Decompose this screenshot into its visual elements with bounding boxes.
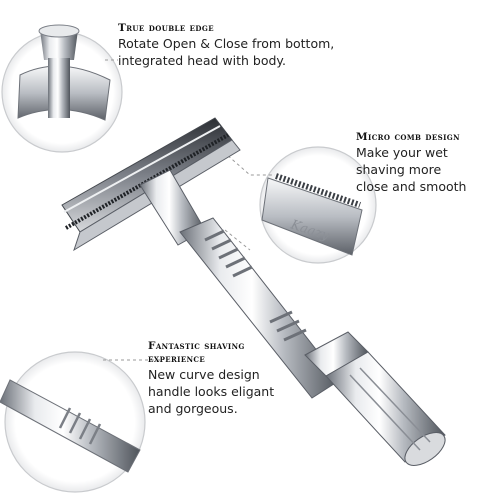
desc-line: shaving more — [356, 162, 442, 177]
callout-lines — [100, 59, 275, 361]
feature-fantastic-shaving-experience: Fantastic shaving experience New curve d… — [148, 340, 298, 417]
feature-desc: New curve design handle looks eligant an… — [148, 366, 298, 417]
feature-title: Fantastic shaving experience — [148, 340, 245, 365]
feature-desc: Rotate Open & Close from bottom, integra… — [118, 35, 378, 69]
desc-line: Make your wet — [356, 145, 448, 160]
desc-line: close and smooth — [356, 179, 467, 194]
razor-main — [61, 117, 446, 466]
feature-title: True double edge — [118, 22, 214, 34]
detail-circle-comb: Kaazy — [259, 146, 377, 264]
feature-title: Micro comb design — [356, 131, 460, 143]
desc-line: and gorgeous. — [148, 401, 238, 416]
desc-line: Rotate Open & Close from bottom, — [118, 36, 335, 51]
detail-circle-head — [1, 24, 123, 153]
feature-true-double-edge: True double edge Rotate Open & Close fro… — [118, 22, 378, 69]
desc-line: handle looks eligant — [148, 384, 275, 399]
desc-line: integrated head with body. — [118, 53, 286, 68]
detail-circle-handle — [0, 351, 146, 493]
feature-micro-comb-design: Micro comb design Make your wet shaving … — [356, 131, 496, 195]
feature-desc: Make your wet shaving more close and smo… — [356, 144, 496, 195]
desc-line: New curve design — [148, 367, 260, 382]
